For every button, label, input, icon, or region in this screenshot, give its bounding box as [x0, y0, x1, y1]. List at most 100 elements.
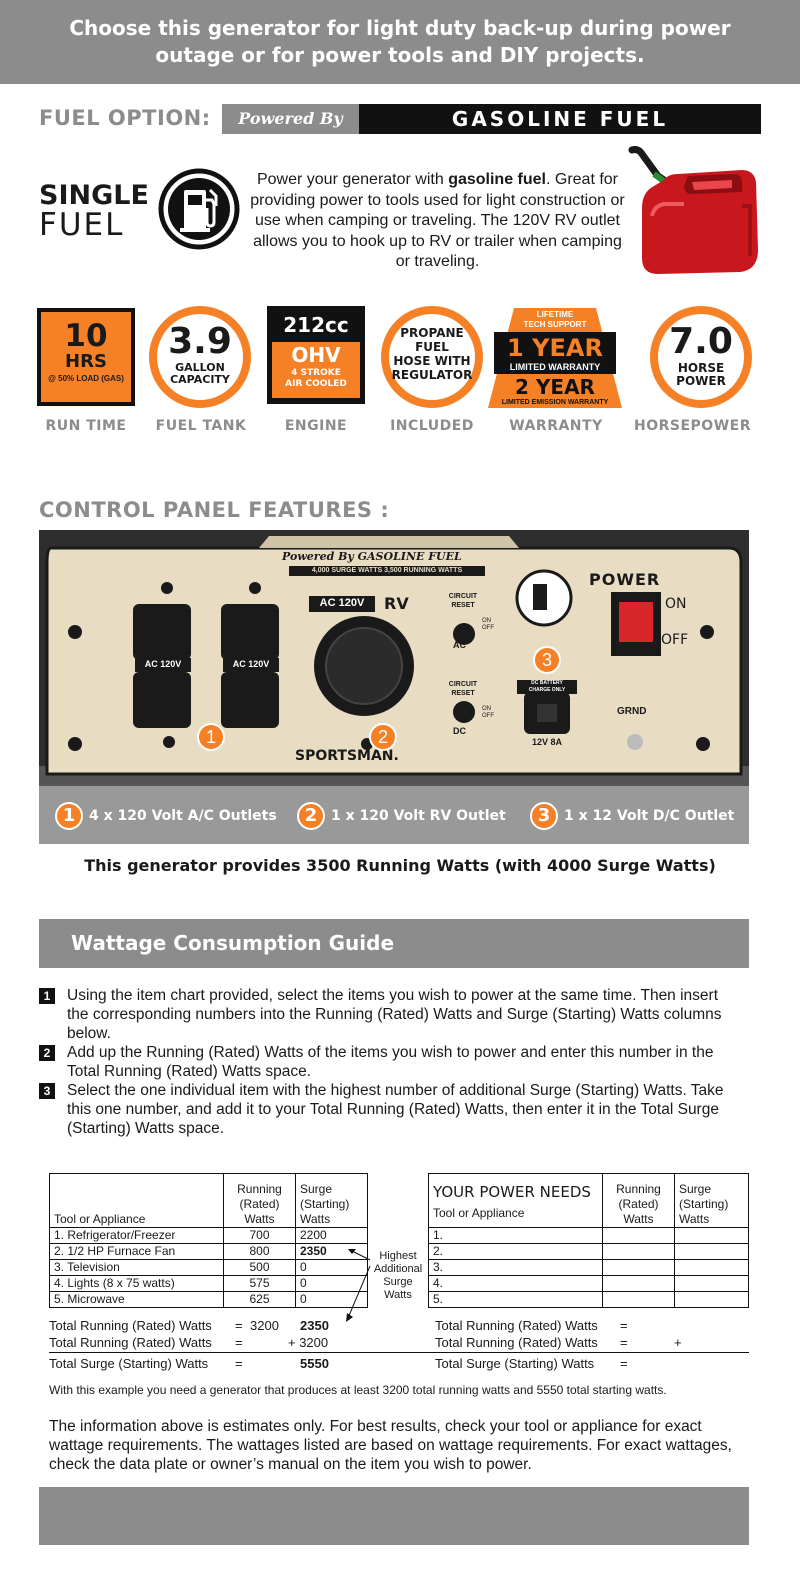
yp-running-cell[interactable]	[602, 1243, 675, 1260]
engine-ohv-box: OHV 4 STROKE AIR COOLED	[272, 342, 360, 398]
step-3: 3 Select the one individual item with th…	[39, 1081, 739, 1138]
fuel-desc-post: . Great for providing power to tools use…	[250, 171, 625, 270]
ex-surge: 2350	[295, 1243, 368, 1260]
brand-label: SPORTSMAN.	[295, 748, 399, 764]
your-total-row-2: Total Running (Rated) Watts = +	[435, 1334, 749, 1351]
circuit-reset-ac-label: CIRCUIT RESET	[439, 592, 487, 610]
engine-badge: 212cc OHV 4 STROKE AIR COOLED	[267, 306, 365, 404]
yp-surge-cell[interactable]	[674, 1259, 749, 1276]
reset-ac-on-off: ON OFF	[482, 618, 494, 632]
table-row: 2. 1/2 HP Furnace Fan 800 2350	[49, 1243, 368, 1260]
power-switch-on: ON	[665, 596, 687, 612]
ac-outlet-label-right: AC 120V	[232, 659, 270, 669]
step-3-number: 3	[39, 1083, 55, 1099]
callout-3-text: 1 x 12 Volt D/C Outlet	[564, 808, 735, 824]
ex-total-1-surge: 2350	[300, 1318, 329, 1333]
ex-total-2-val: + 3200	[288, 1335, 329, 1350]
ex-item: 3. Television	[49, 1259, 224, 1276]
yp-surge-cell[interactable]	[674, 1291, 749, 1308]
yp-surge-cell[interactable]	[674, 1227, 749, 1244]
warranty-year-2: 2 YEAR	[515, 375, 595, 399]
circuit-reset-dc-line-1: CIRCUIT	[448, 681, 478, 688]
yp-col-surge-1: Surge	[679, 1182, 712, 1196]
ex-col-tool: Tool or Appliance	[49, 1173, 224, 1228]
ex-total-1-val: 3200	[250, 1318, 279, 1333]
reset-dc-off: OFF	[482, 713, 494, 719]
callout-2-text: 1 x 120 Volt RV Outlet	[331, 808, 506, 824]
step-2: 2 Add up the Running (Rated) Watts of th…	[39, 1043, 739, 1081]
ex-surge: 0	[295, 1259, 368, 1276]
ex-item: 2. 1/2 HP Furnace Fan	[49, 1243, 224, 1260]
your-total-row-3: Total Surge (Starting) Watts =	[435, 1355, 749, 1372]
reset-dc-on: ON	[482, 706, 491, 712]
ex-col-running-1: Running	[237, 1182, 282, 1196]
callout-3-number: 3	[530, 802, 558, 830]
yp-item: 1.	[428, 1227, 603, 1244]
your-power-needs-title: YOUR POWER NEEDS	[433, 1183, 591, 1201]
circuit-reset-dc-line-2: RESET	[451, 690, 475, 697]
your-total-row-1: Total Running (Rated) Watts =	[435, 1317, 749, 1334]
step-1-text: Using the item chart provided, select th…	[67, 987, 722, 1042]
yp-total-3-label: Total Surge (Starting) Watts	[435, 1356, 595, 1371]
ex-col-surge: Surge (Starting) Watts	[295, 1173, 368, 1228]
included-line-3: HOSE WITH	[393, 354, 471, 368]
gas-can-image	[628, 146, 758, 274]
fuel-tank-label: FUEL TANK	[155, 418, 247, 434]
hp-unit-1: HORSE	[677, 361, 725, 375]
yp-surge-cell[interactable]	[674, 1243, 749, 1260]
highest-note-3: Surge	[383, 1276, 413, 1288]
power-label: POWER	[589, 570, 661, 589]
panel-marker-1: 1	[197, 723, 225, 751]
ex-item: 4. Lights (8 x 75 watts)	[49, 1275, 224, 1292]
ex-total-3-val: 5550	[300, 1356, 329, 1371]
fuel-description: Power your generator with gasoline fuel.…	[250, 170, 625, 273]
yp-total-1-eq: =	[620, 1318, 628, 1333]
top-banner: Choose this generator for light duty bac…	[0, 0, 800, 84]
control-panel-image: Powered By GASOLINE FUEL 4,000 SURGE WAT…	[39, 530, 749, 786]
yp-surge-cell[interactable]	[674, 1275, 749, 1292]
spec-badges: 10 HRS @ 50% LOAD (GAS) RUN TIME 3.9 GAL…	[0, 302, 800, 442]
circuit-reset-ac-line-2: RESET	[451, 602, 475, 609]
info-note: The information above is estimates only.…	[49, 1418, 732, 1473]
table-row: 5. Microwave 625 0	[49, 1291, 368, 1308]
gas-pump-icon	[158, 168, 240, 250]
step-1-number: 1	[39, 988, 55, 1004]
yp-item: 5.	[428, 1291, 603, 1308]
warranty-top-2: TECH SUPPORT	[523, 320, 587, 329]
included-line-2: FUEL	[415, 340, 449, 354]
ex-col-running-2: (Rated)	[239, 1197, 280, 1211]
highest-surge-note: Highest Additional Surge Watts	[370, 1250, 426, 1302]
powered-by-label: Powered By	[222, 104, 359, 134]
engine-displacement: 212cc	[283, 313, 349, 337]
yp-running-cell[interactable]	[602, 1291, 675, 1308]
yp-item: 3.	[428, 1259, 603, 1276]
yp-col-tool-label: Tool or Appliance	[433, 1206, 525, 1220]
yp-total-2-plus: +	[674, 1335, 682, 1350]
warranty-year-1: 1 YEAR	[507, 334, 603, 362]
runtime-load: @ 50% LOAD (GAS)	[48, 374, 124, 383]
banner-line-2: outage or for power tools and DIY projec…	[155, 43, 645, 67]
table-row: 4. Lights (8 x 75 watts) 575 0	[49, 1275, 368, 1292]
yp-running-cell[interactable]	[602, 1227, 675, 1244]
table-row: 2.	[428, 1243, 749, 1260]
ex-total-2-label: Total Running (Rated) Watts	[49, 1335, 212, 1350]
engine-cooling: AIR COOLED	[285, 379, 347, 389]
included-line-4: REGULATOR	[391, 368, 473, 382]
dc-charge-line-1: DC BATTERY	[531, 680, 563, 686]
table-row: 3.	[428, 1259, 749, 1276]
wattage-guide-title: Wattage Consumption Guide	[39, 919, 749, 968]
ground-label: GRND	[617, 706, 647, 717]
yp-running-cell[interactable]	[602, 1259, 675, 1276]
yp-running-cell[interactable]	[602, 1275, 675, 1292]
dc-charge-label: DC BATTERY CHARGE ONLY	[517, 680, 577, 694]
yp-item: 4.	[428, 1275, 603, 1292]
yp-item: 2.	[428, 1243, 603, 1260]
table-row: 5.	[428, 1291, 749, 1308]
ex-running: 800	[223, 1243, 296, 1260]
ex-total-1-label: Total Running (Rated) Watts	[49, 1318, 212, 1333]
hp-value: 7.0	[669, 321, 733, 362]
tank-unit-1: GALLON	[175, 361, 225, 374]
